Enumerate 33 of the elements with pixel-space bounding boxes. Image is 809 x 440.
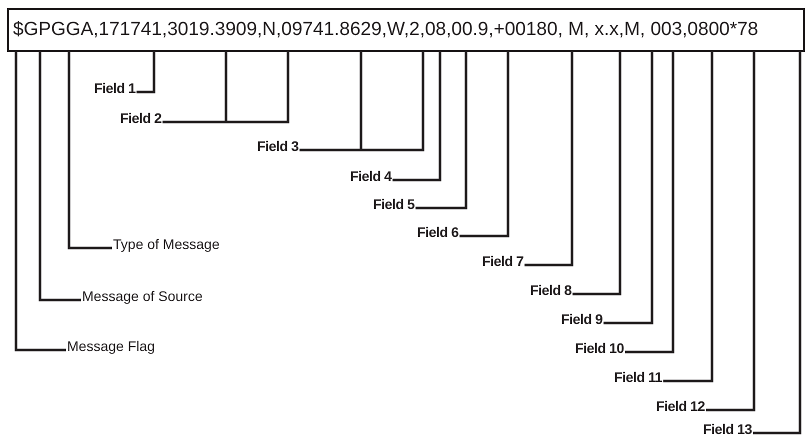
leader-line [416, 52, 468, 210]
leader-line [624, 52, 674, 354]
part-label: Message of Source [82, 288, 203, 304]
leader-line [572, 52, 622, 296]
leader-line [604, 52, 654, 324]
field-label: Field 3 [257, 138, 299, 154]
leader-line [460, 52, 510, 238]
field-label: Field 11 [614, 369, 662, 385]
leader-line [392, 52, 442, 182]
field-label: Field 8 [530, 282, 572, 298]
part-label: Message Flag [67, 338, 155, 354]
leader-line [38, 52, 81, 302]
leader-line [14, 52, 66, 352]
field-label: Field 12 [656, 398, 705, 414]
field-label: Field 4 [350, 168, 392, 184]
field-label: Field 7 [482, 253, 524, 269]
leader-line [136, 52, 156, 94]
leader-line [298, 50, 424, 152]
leader-line [663, 52, 714, 382]
leader-line [524, 52, 574, 266]
field-label: Field 1 [94, 80, 136, 96]
field-label: Field 5 [373, 196, 415, 212]
part-label: Type of Message [113, 236, 220, 252]
field-label: Field 13 [703, 421, 752, 437]
field-label: Field 6 [417, 224, 459, 240]
leader-line [161, 50, 290, 124]
field-label: Field 9 [561, 311, 603, 327]
leader-line [752, 52, 802, 434]
leader-line [706, 52, 756, 412]
field-label: Field 10 [575, 340, 624, 356]
message-sentence-box: $GPGGA,171741,3019.3909,N,09741.8629,W,2,08,00.9,+00180, M, x.x,M, 003,0800*78 [7, 8, 805, 52]
field-label: Field 2 [120, 110, 162, 126]
leader-line [68, 52, 112, 250]
